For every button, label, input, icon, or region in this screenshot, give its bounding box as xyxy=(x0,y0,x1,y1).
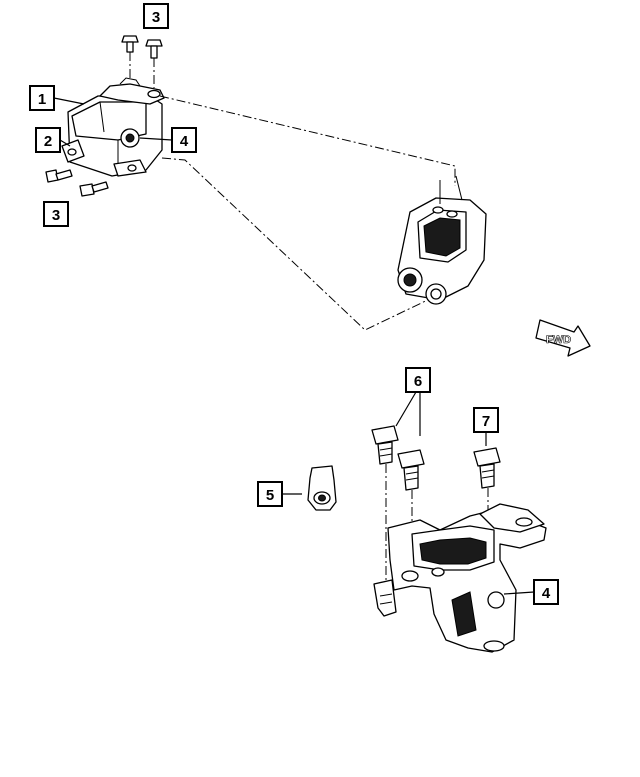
callout-4-bottom-label: 4 xyxy=(542,585,551,602)
callout-4-top-label: 4 xyxy=(180,133,189,150)
nut-clip-5 xyxy=(307,465,337,511)
transmission-mount-bracket-lower xyxy=(373,503,547,653)
callout-5: 5 xyxy=(257,481,302,507)
callout-7: 7 xyxy=(473,407,499,446)
callout-1-label: 1 xyxy=(38,91,46,108)
callout-6: 6 xyxy=(395,367,431,436)
callout-2-label: 2 xyxy=(44,133,52,150)
bolt-lower-left xyxy=(45,169,73,183)
callout-7-label: 7 xyxy=(482,413,490,430)
callout-3-top-label: 3 xyxy=(152,9,160,26)
callout-3-bottom-label: 3 xyxy=(52,207,60,224)
bolt-upper-left xyxy=(121,35,139,53)
bolt-upper-right xyxy=(145,39,163,59)
callout-5-label: 5 xyxy=(266,487,274,504)
bolt-lower-right xyxy=(79,181,109,197)
callout-4-top: 4 xyxy=(139,127,197,153)
callout-2: 2 xyxy=(35,127,71,153)
forward-direction-arrow: FWD xyxy=(535,319,591,357)
callout-3-top: 3 xyxy=(143,3,169,29)
engine-mount-assembly-top xyxy=(61,77,165,177)
bolt-6-left xyxy=(371,425,399,465)
callout-3-bottom: 3 xyxy=(43,201,69,227)
callout-4-bottom: 4 xyxy=(503,579,559,605)
bolt-6-right xyxy=(397,449,425,491)
callout-1: 1 xyxy=(29,85,85,111)
engine-bracket xyxy=(397,175,487,305)
bolt-7 xyxy=(473,447,501,489)
fwd-label: FWD xyxy=(546,334,571,346)
callout-6-label: 6 xyxy=(414,373,422,390)
